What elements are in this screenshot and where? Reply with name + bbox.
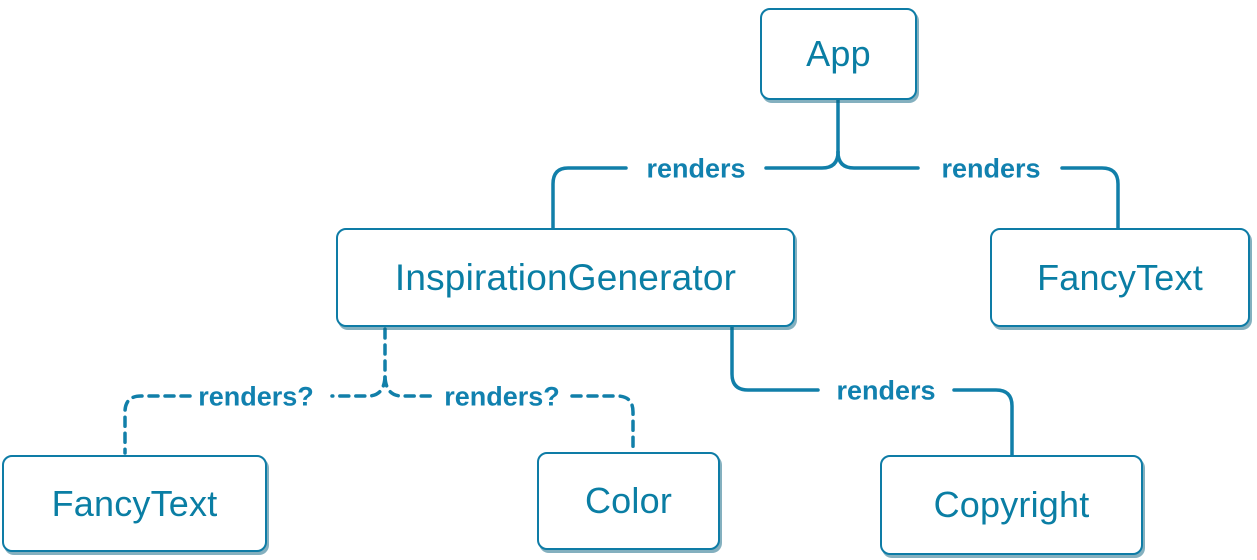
edge-label-app-inspirationgenerator: renders [646,153,746,184]
connector-inspirationgenerator-color-dashed [383,375,635,452]
edge-label-inspirationgenerator-color: renders? [444,381,560,412]
edge-label-inspirationgenerator-fancytext: renders? [198,381,314,412]
node-color: Color [537,452,720,550]
edge-label-inspirationgenerator-copyright: renders [836,375,936,406]
node-fancytext-top: FancyText [990,228,1250,327]
edge-label-app-fancytext: renders [941,153,1041,184]
connector-app-fancytext [836,150,1120,230]
node-inspirationgenerator: InspirationGenerator [336,228,795,327]
node-copyright: Copyright [880,455,1143,555]
connector-inspirationgenerator-copyright [730,325,1014,457]
node-fancytext-bottom: FancyText [2,455,267,552]
node-app: App [760,8,917,100]
